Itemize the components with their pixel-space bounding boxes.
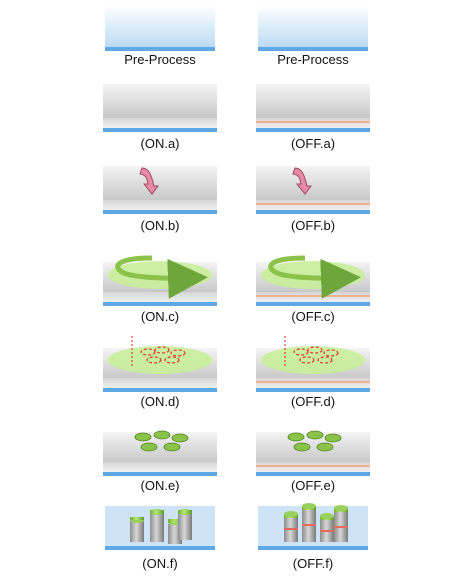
- pre-process-off: [258, 5, 368, 51]
- substrate-off-e: [256, 430, 370, 476]
- flip-arrow-icon-off: [292, 167, 312, 195]
- substrate-on-e: [103, 430, 217, 476]
- caption-off-a: (OFF.a): [290, 136, 336, 151]
- caption-on-b: (ON.b): [140, 218, 180, 233]
- flip-arrow-icon: [139, 167, 159, 195]
- spin-arrow-icon: [115, 255, 208, 299]
- substrate-on-a: [103, 84, 217, 132]
- substrate-on-d: [103, 336, 217, 392]
- substrate-on-b: [103, 166, 217, 214]
- caption-on-c: (ON.c): [140, 309, 180, 324]
- caption-off-b: (OFF.b): [290, 218, 336, 233]
- caption-off-f: (OFF.f): [292, 556, 334, 571]
- pre-process-on: [105, 5, 215, 51]
- caption-off-pre-process: Pre-Process: [277, 52, 349, 67]
- caption-off-d: (OFF.d): [290, 394, 336, 409]
- caption-on-pre-process: Pre-Process: [124, 52, 196, 67]
- substrate-off-f: [258, 503, 368, 550]
- substrate-on-f: [105, 506, 215, 550]
- substrate-off-a: [256, 84, 370, 132]
- caption-on-a: (ON.a): [140, 136, 180, 151]
- caption-off-e: (OFF.e): [290, 478, 336, 493]
- caption-off-c: (OFF.c): [291, 309, 335, 324]
- substrate-off-d: [256, 336, 370, 392]
- caption-on-f: (ON.f): [142, 556, 178, 571]
- caption-on-d: (ON.d): [140, 394, 180, 409]
- spin-arrow-icon-off: [268, 255, 361, 299]
- caption-on-e: (ON.e): [140, 478, 180, 493]
- substrate-off-b: [256, 166, 370, 214]
